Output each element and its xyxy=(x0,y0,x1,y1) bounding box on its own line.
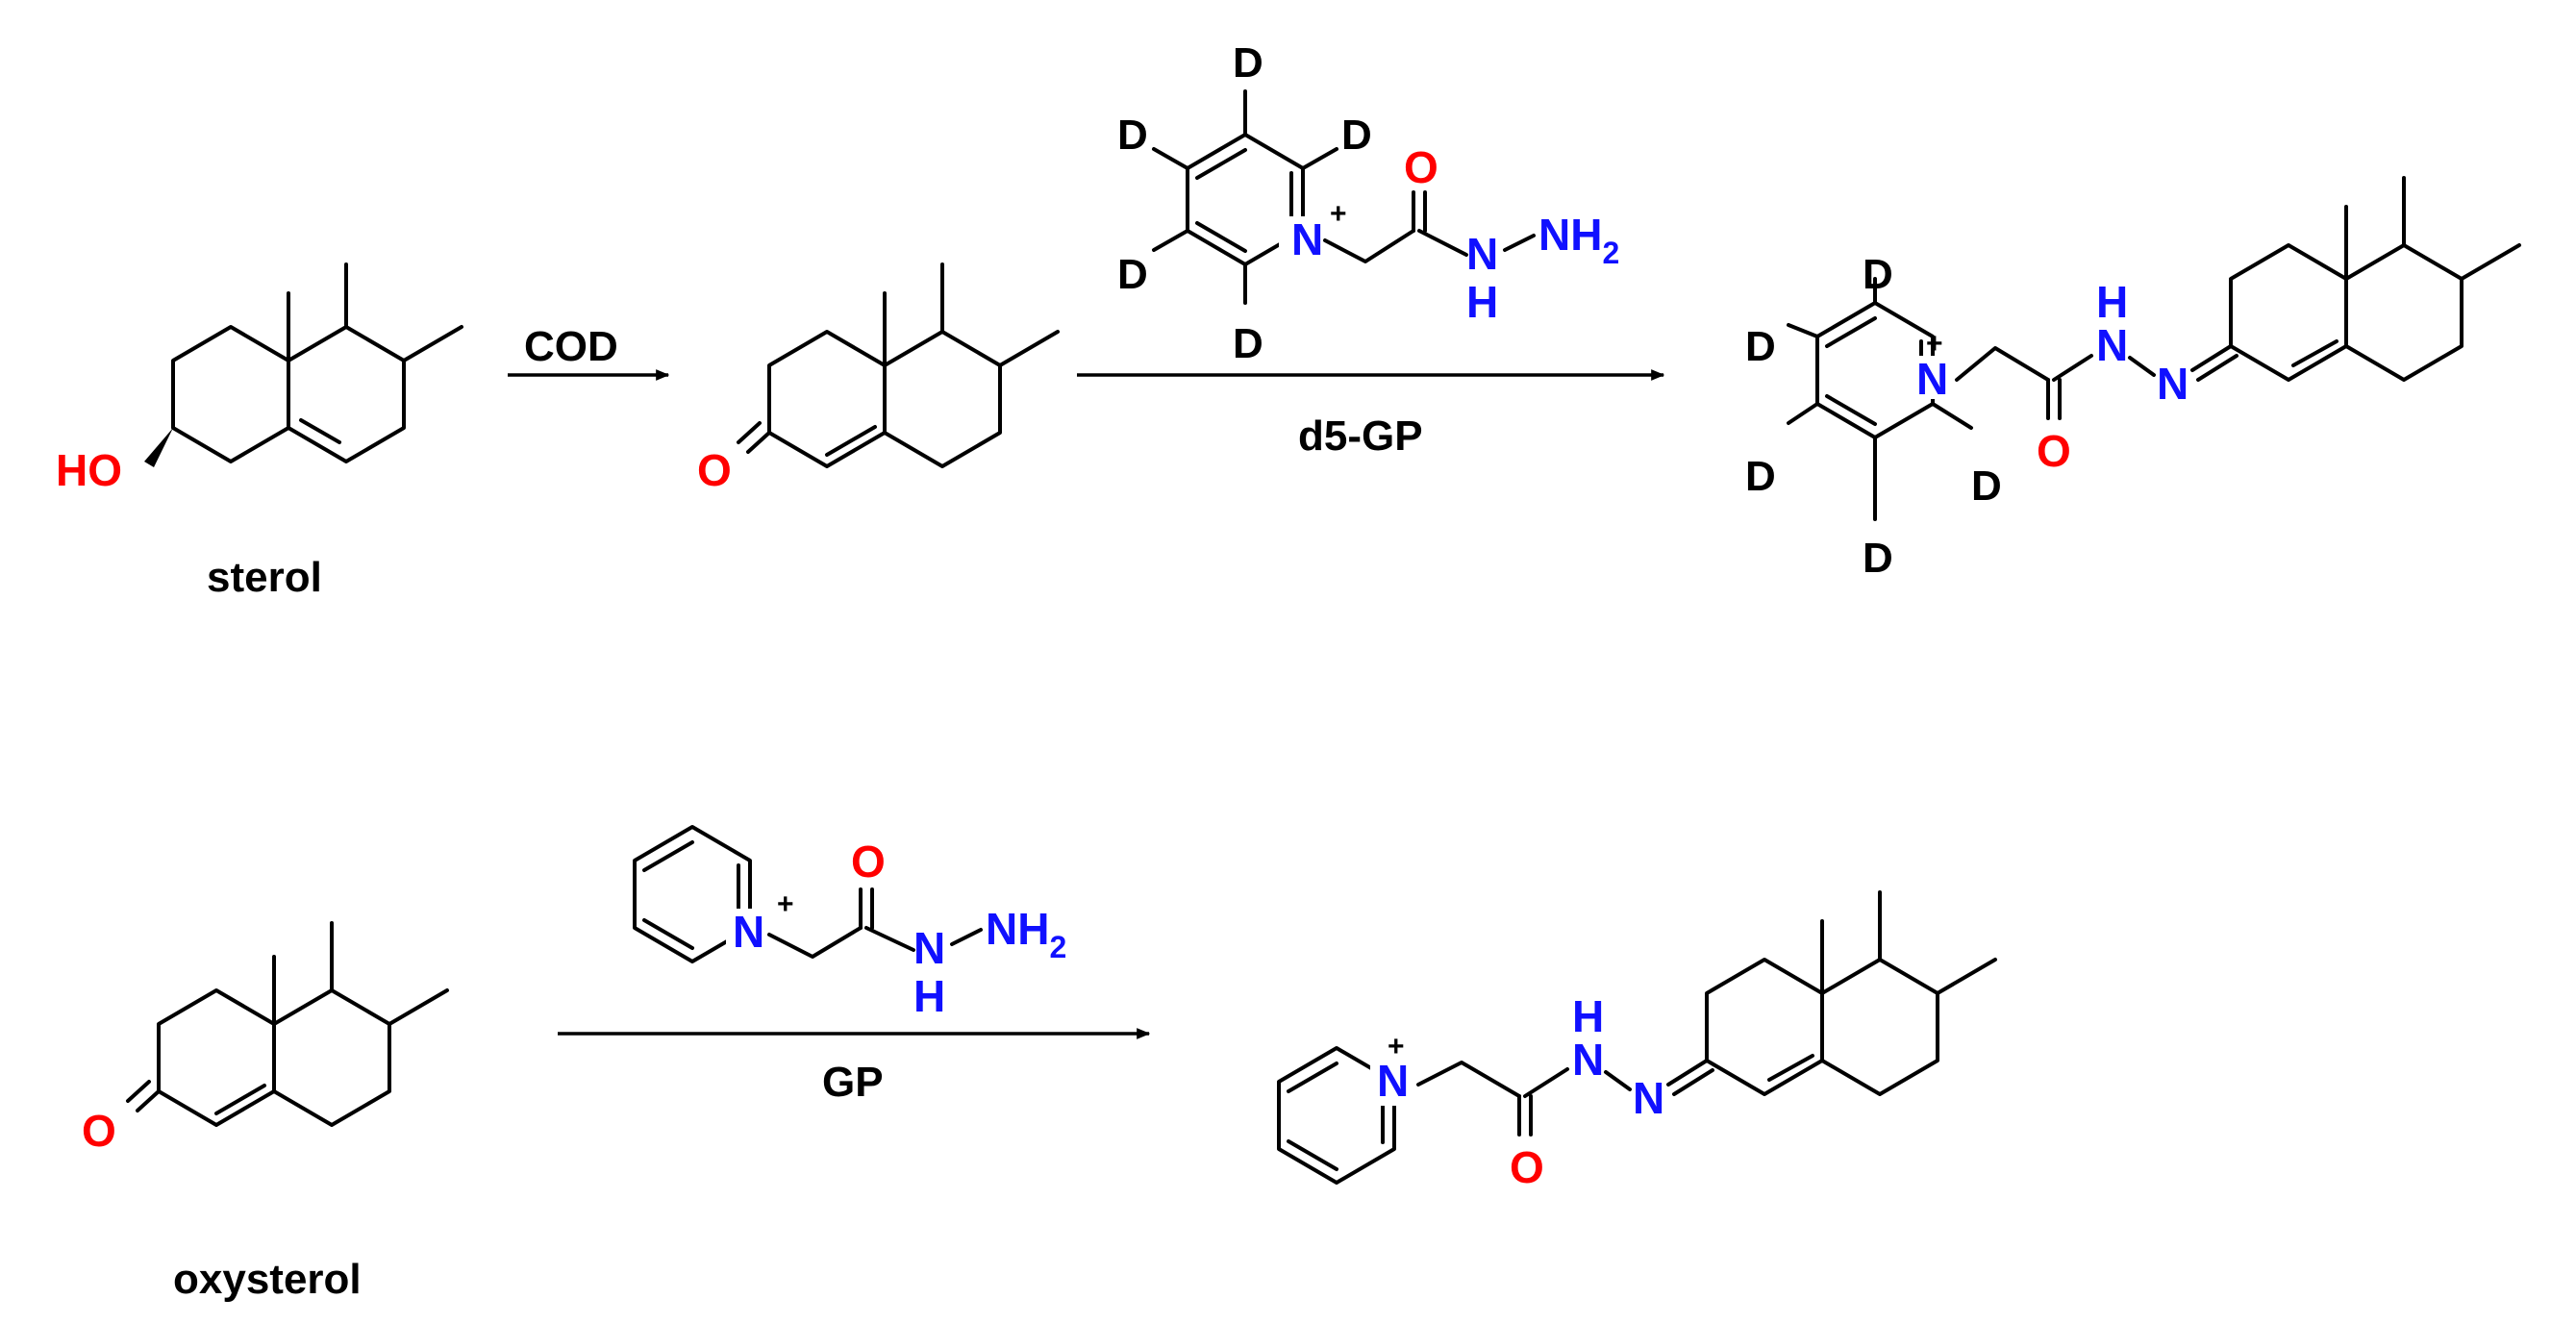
deuterium-label: D xyxy=(1117,112,1148,159)
ketone-oxygen: O xyxy=(82,1106,116,1156)
carbonyl-oxygen: O xyxy=(1510,1142,1544,1192)
hydrazide-n: N xyxy=(913,923,945,973)
hydrazide-n: N xyxy=(1466,229,1498,279)
deuterium-label: D xyxy=(1971,462,2002,510)
deuterium-label: D xyxy=(1117,251,1148,298)
nh2-label: NH2 xyxy=(986,904,1066,964)
imine-n: N xyxy=(1633,1073,1664,1123)
deuterium-label: D xyxy=(1233,39,1263,87)
charge-plus: + xyxy=(1388,1031,1405,1062)
hydrazide-n: N xyxy=(2096,320,2128,370)
gp-reagent: N + O N H NH2 xyxy=(633,825,1066,1021)
charge-plus: + xyxy=(1330,198,1347,230)
deuterium-label: D xyxy=(1341,112,1372,159)
carbonyl-oxygen: O xyxy=(1404,142,1438,192)
pyridinium-n: N xyxy=(1916,354,1948,404)
pyridinium-n: N xyxy=(733,907,764,957)
d5-gp-label: d5-GP xyxy=(1298,412,1423,460)
hydrazide-h: H xyxy=(2096,277,2128,327)
oxysterol-label: oxysterol xyxy=(173,1256,362,1303)
deuterium-label: D xyxy=(1863,535,1893,582)
nh2-label: NH2 xyxy=(1538,210,1619,270)
imine-n: N xyxy=(2157,359,2188,409)
charge-plus: + xyxy=(1926,328,1943,360)
deuterium-label: D xyxy=(1863,251,1893,298)
hydrazide-h: H xyxy=(913,971,945,1021)
oxysterol-molecule: O xyxy=(82,921,449,1156)
ketone-oxygen: O xyxy=(697,445,732,495)
hydrazide-h: H xyxy=(1572,991,1604,1041)
hydrazide-h: H xyxy=(1466,277,1498,327)
carbonyl-oxygen: O xyxy=(851,837,886,887)
sterol-label: sterol xyxy=(207,554,322,601)
hydroxyl-label: HO xyxy=(56,445,122,495)
deuterium-label: D xyxy=(1233,320,1263,367)
gp-hydrazone-product: N + O N H N xyxy=(1277,890,1997,1192)
pyridinium-n: N xyxy=(1377,1056,1409,1106)
carbonyl-oxygen: O xyxy=(2037,426,2071,476)
deuterium-label: D xyxy=(1745,453,1776,500)
steroid-ketone-molecule: O xyxy=(697,262,1060,495)
pyridinium-n: N xyxy=(1291,214,1323,264)
hydrazide-n: N xyxy=(1572,1035,1604,1085)
d5-gp-hydrazone-product: N + O N H N D D D D D xyxy=(1745,176,2521,582)
deuterium-label: D xyxy=(1745,323,1776,370)
cod-label: COD xyxy=(524,323,618,370)
sterol-molecule: HO xyxy=(56,262,463,495)
charge-plus: + xyxy=(777,888,794,920)
gp-label: GP xyxy=(822,1059,884,1106)
d5-gp-reagent: N + O N H NH2 D D D D D xyxy=(1117,39,1619,367)
